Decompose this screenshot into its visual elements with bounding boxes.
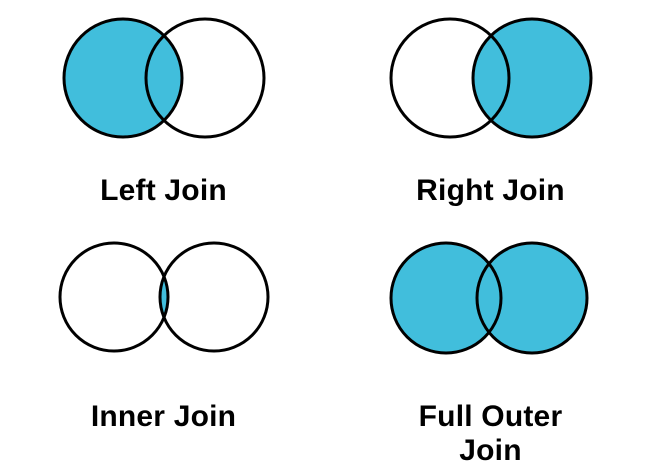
overlap-region: [476, 243, 587, 353]
left-circle-fill: [390, 243, 501, 353]
right-circle-outline: [144, 17, 265, 139]
venn-graphic-full-outer-join: [351, 236, 631, 386]
right-circle-outline: [471, 17, 592, 139]
left-circle-outline: [58, 241, 169, 353]
diagram-panel-inner-join: Inner Join: [0, 230, 327, 474]
left-circle-outline: [389, 17, 510, 139]
right-circle-outline: [158, 241, 269, 353]
left-circle-outline: [62, 17, 183, 139]
diagram-label-full-outer-join: Full Outer Join: [418, 400, 563, 467]
diagram-label-right-join: Right Join: [416, 174, 565, 207]
left-circle-outline: [389, 241, 502, 355]
diagram-panel-left-join: Left Join: [0, 0, 327, 230]
left-join-svg: [62, 17, 265, 139]
diagram-panel-full-outer-join: Full Outer Join: [327, 230, 654, 474]
venn-graphic-inner-join: [24, 236, 304, 386]
right-join-svg: [389, 17, 592, 139]
left-circle-fill: [59, 243, 168, 351]
inner-join-svg: [58, 241, 269, 353]
diagram-panel-right-join: Right Join: [327, 0, 654, 230]
diagram-label-inner-join: Inner Join: [90, 400, 237, 433]
full-outer-join-svg: [389, 241, 588, 355]
venn-graphic-right-join: [351, 12, 631, 162]
venn-graphic-left-join: [24, 12, 304, 162]
right-circle-outline: [475, 241, 588, 355]
right-circle-fill: [159, 243, 268, 351]
diagram-label-left-join: Left Join: [100, 174, 227, 207]
